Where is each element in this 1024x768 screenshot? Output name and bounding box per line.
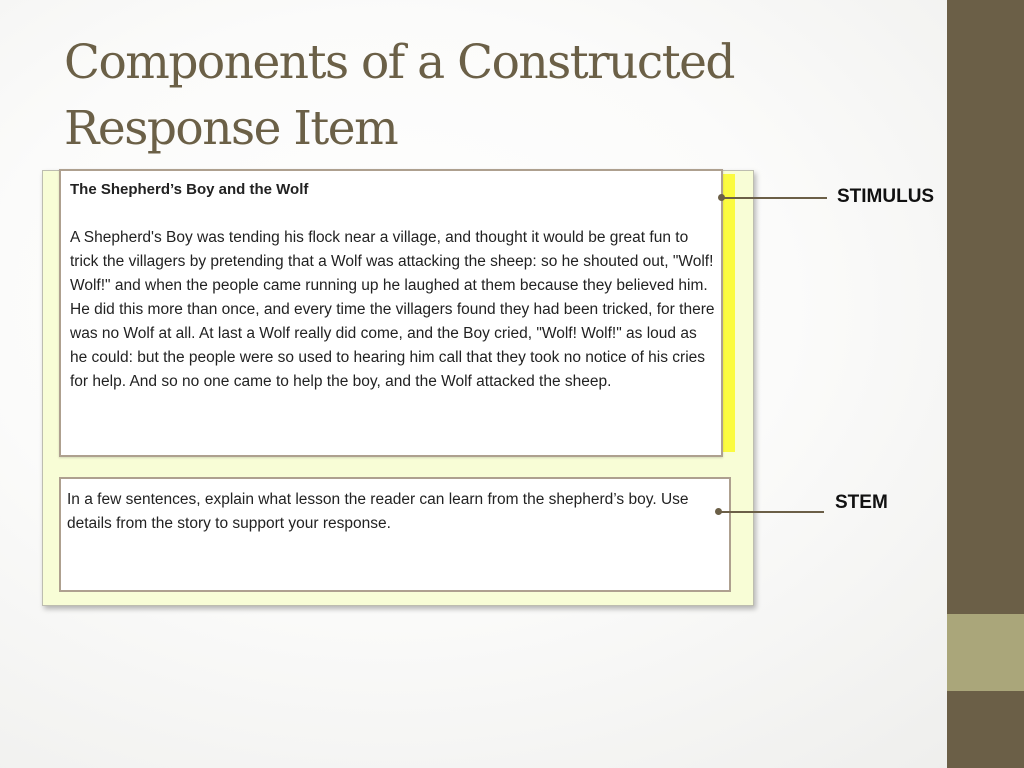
stem-text: In a few sentences, explain what lesson … <box>67 491 689 532</box>
stem-label: STEM <box>835 492 888 513</box>
stem-box: In a few sentences, explain what lesson … <box>59 477 731 592</box>
stimulus-connector-dot <box>718 194 725 201</box>
stimulus-connector-line <box>721 197 827 199</box>
stem-connector-dot <box>715 508 722 515</box>
story-title: The Shepherd’s Boy and the Wolf <box>70 181 309 198</box>
stimulus-label: STIMULUS <box>837 186 935 207</box>
stimulus-box: The Shepherd’s Boy and the Wolf A Shephe… <box>59 169 723 457</box>
stem-connector-line <box>719 511 824 513</box>
story-text: A Shepherd's Boy was tending his flock n… <box>70 229 715 390</box>
slide-title: Components of a Constructed Response Ite… <box>64 35 736 156</box>
side-decoration-accent <box>947 614 1024 691</box>
